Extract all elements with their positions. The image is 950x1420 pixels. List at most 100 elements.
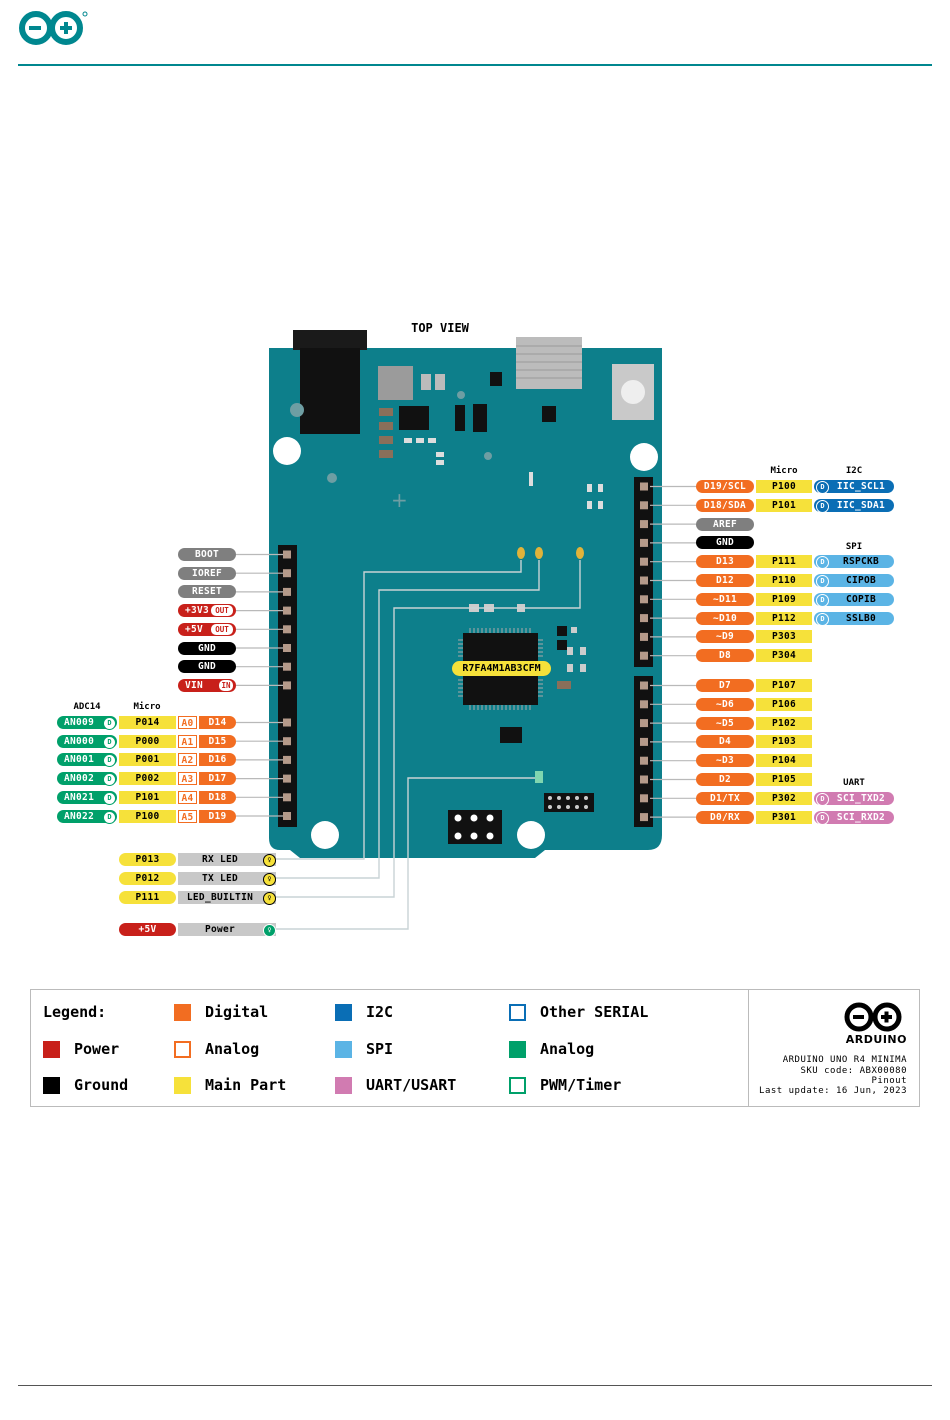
header-pin [640, 813, 648, 822]
analog-pin-label: A3 [178, 772, 197, 786]
digital-pin-label: D2 [696, 773, 754, 786]
legend-label: Analog [540, 1040, 595, 1058]
last-update: Last update: 16 Jun, 2023 [759, 1086, 907, 1096]
micro-pin-label: P101 [756, 498, 812, 512]
led-bulb-icon: ♀ [263, 872, 276, 886]
doc-type: Pinout [871, 1076, 907, 1086]
analog-pin-label: A1 [178, 734, 197, 748]
legend-swatch [335, 1041, 352, 1058]
header-pin [640, 632, 648, 641]
legend-label: Ground [74, 1076, 129, 1094]
header-pin [640, 756, 648, 765]
header-pin [640, 482, 648, 491]
digital-pin-label: ~D10 [696, 611, 754, 625]
legend-label: Power [74, 1040, 120, 1058]
left-adc-header: ADC14 [73, 702, 101, 712]
header-pin [640, 557, 648, 566]
legend-swatch [509, 1004, 526, 1021]
peripheral-function-label: CIPOB [814, 574, 894, 587]
header-pin [283, 625, 291, 634]
led-name: RX LED [178, 853, 276, 866]
legend-label: Analog [205, 1040, 260, 1058]
footer-divider [18, 1385, 932, 1386]
arduino-logo-icon [18, 10, 90, 50]
analog-type-badge: D [103, 735, 116, 749]
peripheral-function-label: IIC_SCL1 [814, 480, 894, 493]
header-pin [640, 794, 648, 803]
legend-swatch [174, 1041, 191, 1058]
header-pin [283, 755, 291, 764]
header-pin [283, 812, 291, 820]
adc-channel-label: AN000 [57, 734, 117, 748]
header-pin [283, 662, 291, 671]
header-pin [640, 576, 648, 585]
micro-pin-label: P014 [119, 716, 176, 729]
analog-pin-label: A4 [178, 790, 197, 804]
brand-name: ARDUINO [845, 1033, 907, 1046]
header-pin [640, 501, 648, 510]
peripheral-function-label: SSLB0 [814, 611, 894, 625]
header-pin [283, 793, 291, 802]
legend-swatch [509, 1077, 526, 1094]
digital-pin-label: D1/TX [696, 791, 754, 805]
header-pin [640, 775, 648, 784]
digital-pin-label: D0/RX [696, 810, 754, 824]
peripheral-function-label: IIC_SDA1 [814, 498, 894, 512]
right-pin-label: AREF [696, 517, 754, 531]
pin-direction-badge: OUT [211, 605, 233, 617]
analog-pin-label: A0 [178, 716, 197, 729]
right-micro-header: Micro [770, 466, 798, 476]
digital-pin-label: D12 [696, 574, 754, 587]
digital-pin-label: ~D5 [696, 716, 754, 730]
led-micro-pin: P111 [119, 890, 176, 904]
legend-label: Other SERIAL [540, 1003, 649, 1021]
micro-pin-label: P109 [756, 592, 812, 606]
analog-pin-label: A2 [178, 753, 197, 767]
digital-pin-label: D16 [199, 753, 236, 767]
header-pin [283, 587, 291, 596]
micro-pin-label: P303 [756, 630, 812, 644]
led-name: LED_BUILTIN [178, 890, 276, 904]
diagram-title: TOP VIEW [411, 321, 469, 335]
peripheral-function-label: SCI_TXD2 [814, 791, 894, 805]
pin-direction-badge: OUT [211, 623, 233, 635]
header-pin [640, 737, 648, 746]
legend-swatch [335, 1004, 352, 1021]
analog-type-badge: D [103, 773, 116, 787]
header-pin [283, 644, 291, 652]
function-type-badge: D [816, 593, 829, 607]
micro-pin-label: P101 [119, 790, 176, 804]
header-pin [283, 550, 291, 559]
digital-pin-label: D19 [199, 809, 236, 823]
product-name: ARDUINO UNO R4 MINIMA [782, 1055, 907, 1065]
digital-pin-label: D13 [696, 555, 754, 569]
pin-direction-badge: IN [219, 679, 233, 691]
digital-pin-label: ~D9 [696, 630, 754, 644]
micro-pin-label: P302 [756, 791, 812, 805]
function-type-badge: D [816, 792, 829, 806]
micro-pin-label: P111 [756, 555, 812, 569]
micro-pin-label: P110 [756, 574, 812, 587]
digital-pin-label: ~D11 [696, 592, 754, 606]
legend-swatch [174, 1004, 191, 1021]
arduino-brand-icon [843, 1002, 907, 1036]
digital-pin-label: ~D3 [696, 754, 754, 768]
led-bulb-icon: ♀ [263, 891, 276, 905]
micro-pin-label: P002 [119, 772, 176, 786]
analog-type-badge: D [103, 810, 116, 824]
led-micro-pin: P013 [119, 853, 176, 866]
function-type-badge: D [816, 499, 829, 513]
header-pin [640, 681, 648, 690]
micro-pin-label: P112 [756, 611, 812, 625]
micro-pin-label: P100 [756, 480, 812, 493]
left-power-pin-label: RESET [178, 585, 236, 599]
adc-channel-label: AN002 [57, 772, 117, 786]
legend-label: UART/USART [366, 1076, 457, 1094]
left-power-pin-label: BOOT [178, 548, 236, 561]
digital-pin-label: D19/SCL [696, 480, 754, 493]
peripheral-function-label: COPIB [814, 592, 894, 606]
digital-pin-label: D14 [199, 716, 236, 729]
digital-pin-label: D18/SDA [696, 498, 754, 512]
digital-pin-label: ~D6 [696, 697, 754, 711]
legend-title: Legend: [43, 1003, 107, 1021]
